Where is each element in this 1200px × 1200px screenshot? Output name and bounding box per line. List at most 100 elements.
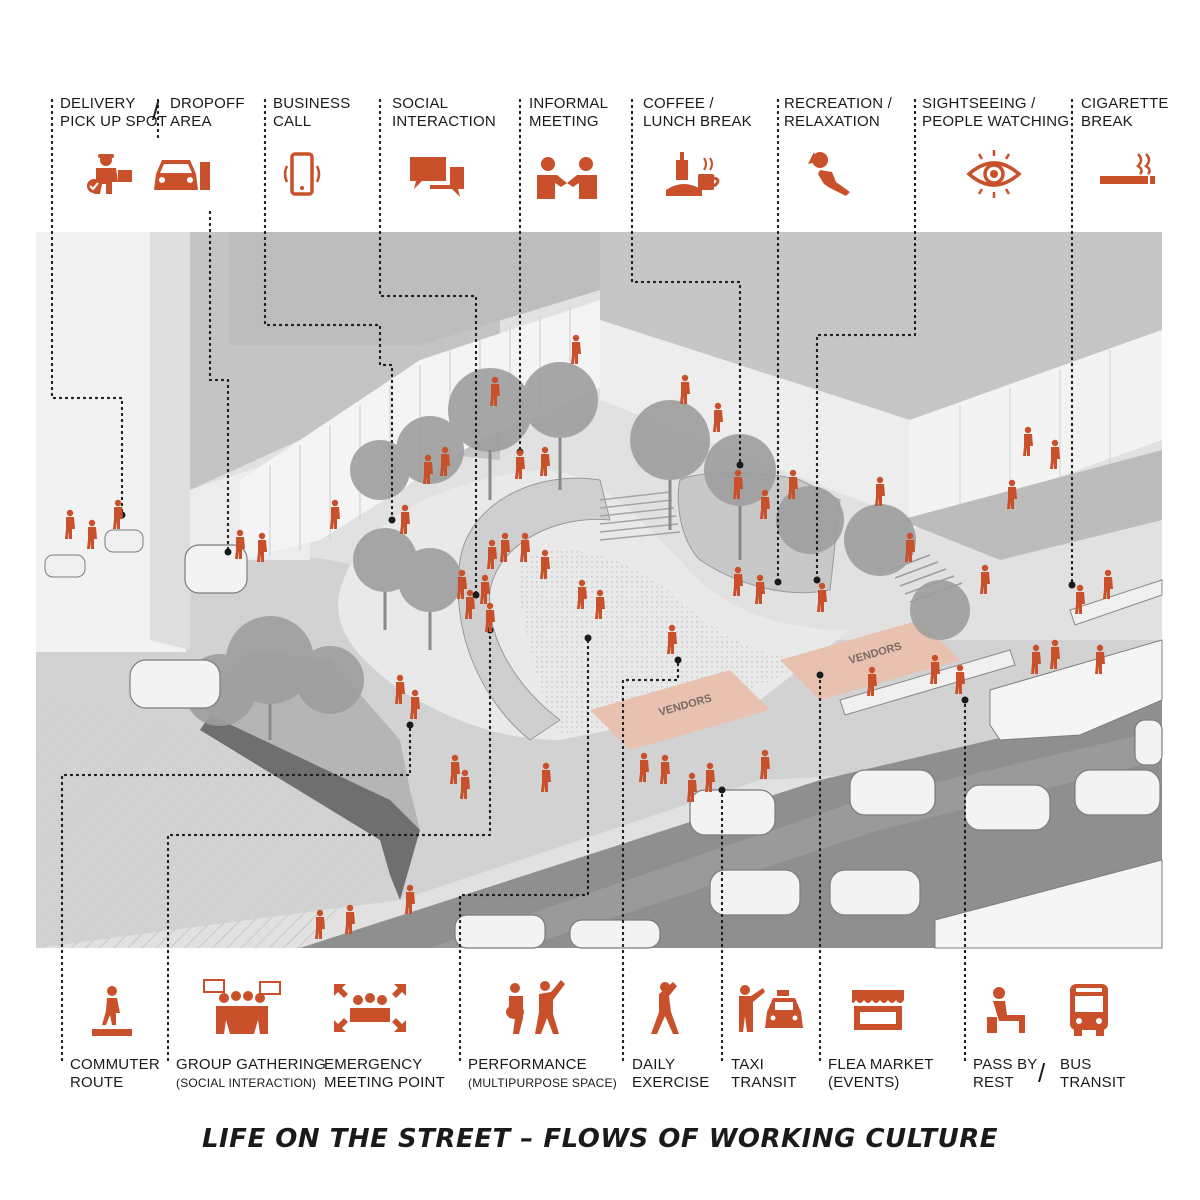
label-informal-meeting: INFORMAL MEETING xyxy=(529,95,609,130)
person-figure xyxy=(520,532,530,562)
label-business-call: BUSINESS CALL xyxy=(273,95,351,130)
person-figure xyxy=(705,762,715,792)
label-group-gathering: GROUP GATHERING (SOCIAL INTERACTION) xyxy=(176,1056,326,1090)
bench-right xyxy=(1069,579,1163,626)
person-figure xyxy=(687,772,697,802)
label-taxi-transit: TAXI TRANSIT xyxy=(731,1056,797,1091)
person-figure xyxy=(1050,639,1060,669)
bus-icon xyxy=(1070,984,1108,1036)
person-figure xyxy=(457,569,467,599)
back-building-roof xyxy=(230,232,600,345)
person-figure xyxy=(65,509,75,539)
person-figure xyxy=(345,904,355,934)
label-commuter-route: COMMUTER ROUTE xyxy=(70,1056,160,1091)
right-building-facade-right xyxy=(910,330,1162,530)
hatched-block-edge xyxy=(200,715,420,900)
person-figure xyxy=(1023,426,1033,456)
performance-icon xyxy=(506,980,565,1034)
person-figure xyxy=(515,449,525,479)
walking-person-icon xyxy=(92,986,132,1036)
person-figure xyxy=(667,624,677,654)
vendor-zone-1 xyxy=(590,670,770,750)
person-figure xyxy=(113,499,123,529)
label-performance: PERFORMANCE (MULTIPURPOSE SPACE) xyxy=(468,1056,617,1090)
leader-lines xyxy=(50,98,1074,1062)
relax-person-icon xyxy=(808,152,850,196)
label-flea-market: FLEA MARKET (EVENTS) xyxy=(828,1056,934,1091)
person-figure xyxy=(905,532,915,562)
label-sightseeing: SIGHTSEEING / PEOPLE WATCHING xyxy=(922,95,1070,130)
person-figure xyxy=(571,334,581,364)
person-figure xyxy=(1007,479,1017,509)
person-figure xyxy=(257,532,267,562)
person-figure xyxy=(541,762,551,792)
person-figure xyxy=(395,674,405,704)
person-figure xyxy=(540,446,550,476)
bus-2 xyxy=(934,859,1163,949)
person-figure xyxy=(540,549,550,579)
person-figure xyxy=(1095,644,1105,674)
person-figure xyxy=(680,374,690,404)
market-stall-icon xyxy=(852,990,904,1030)
person-figure xyxy=(577,579,587,609)
person-figure xyxy=(713,402,723,432)
person-figure xyxy=(480,574,490,604)
person-figure xyxy=(235,529,245,559)
person-figure xyxy=(87,519,97,549)
eye-icon xyxy=(966,150,1022,198)
label-pass-by-rest: PASS BY REST xyxy=(973,1056,1038,1091)
person-figure xyxy=(440,446,450,476)
person-figure xyxy=(330,499,340,529)
person-figure xyxy=(1031,644,1041,674)
exercise-icon xyxy=(651,982,679,1034)
label-coffee-break: COFFEE / LUNCH BREAK xyxy=(643,95,752,130)
label-social-interaction: SOCIAL INTERACTION xyxy=(392,95,496,130)
slash-divider-bottom: / xyxy=(1038,1058,1046,1088)
coffee-icon xyxy=(666,152,720,196)
person-figure xyxy=(485,602,495,632)
cigarette-icon xyxy=(1100,153,1155,184)
bus-1 xyxy=(989,639,1163,741)
person-figure xyxy=(315,909,325,939)
label-dropoff: DROPOFF AREA xyxy=(170,95,245,130)
person-figure xyxy=(867,666,877,696)
sitting-person-icon xyxy=(987,987,1025,1033)
person-figure xyxy=(733,566,743,596)
person-figure xyxy=(500,532,510,562)
cars xyxy=(129,544,1163,949)
person-figure xyxy=(755,574,765,604)
label-recreation: RECREATION / RELAXATION xyxy=(784,95,892,130)
scooters xyxy=(44,529,144,578)
chat-bubbles-icon xyxy=(410,157,464,197)
car-dropoff-icon xyxy=(154,160,210,190)
person-figure xyxy=(405,884,415,914)
person-figure xyxy=(460,769,470,799)
left-building-column-side xyxy=(150,232,190,650)
curved-planter xyxy=(457,477,611,741)
person-figure xyxy=(788,469,798,499)
person-figure xyxy=(465,589,475,619)
label-daily-exercise: DAILY EXERCISE xyxy=(632,1056,710,1091)
person-figure xyxy=(760,749,770,779)
person-figure xyxy=(875,476,885,506)
people-figures xyxy=(65,334,1113,939)
taxi-icon xyxy=(739,985,803,1032)
slash-divider-top: / xyxy=(152,96,160,126)
tree-trunks xyxy=(268,438,742,740)
person-figure xyxy=(639,752,649,782)
person-figure xyxy=(410,689,420,719)
person-figure xyxy=(400,504,410,534)
right-building-canopy xyxy=(900,450,1162,560)
label-bus-transit: BUS TRANSIT xyxy=(1060,1056,1126,1091)
label-delivery: DELIVERY PICK UP SPOT xyxy=(60,95,168,130)
delivery-person-icon xyxy=(87,154,132,194)
person-figure xyxy=(490,376,500,406)
person-figure xyxy=(1075,584,1085,614)
hatched-block xyxy=(36,690,390,948)
person-figure xyxy=(955,664,965,694)
person-figure xyxy=(1103,569,1113,599)
handshake-icon xyxy=(537,157,597,199)
person-figure xyxy=(423,454,433,484)
person-figure xyxy=(595,589,605,619)
